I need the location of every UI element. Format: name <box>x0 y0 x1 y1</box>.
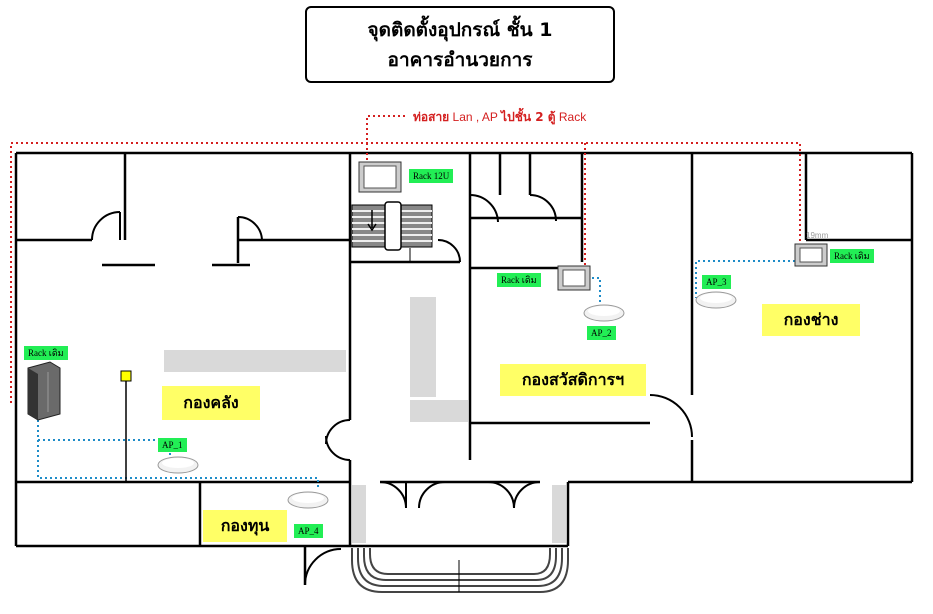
doors <box>91 194 693 586</box>
cable-note-prefix: ท่อสาย <box>413 110 450 124</box>
ap4-icon <box>287 491 329 509</box>
room-label-engineering: กองช่าง <box>762 304 860 336</box>
rack-engineering-icon <box>794 243 828 267</box>
walls <box>14 151 914 585</box>
cable-route-red <box>10 115 801 403</box>
label-rack-warehouse: Rack เดิม <box>24 346 68 360</box>
room-label-warehouse: กองคลัง <box>162 386 260 420</box>
dimension-label: 19mm <box>806 231 829 240</box>
room-label-welfare: กองสวัสดิการฯ <box>500 364 646 396</box>
pillars <box>164 297 566 543</box>
label-ap4: AP_4 <box>294 524 323 538</box>
rack-warehouse-icon <box>27 361 61 421</box>
label-ap2: AP_2 <box>587 326 616 340</box>
cable-note-thai: ไปชั้น 2 ตู้ <box>501 110 556 124</box>
rack-welfare-icon <box>557 265 591 291</box>
title-line-2: อาคารอำนวยการ <box>387 48 533 71</box>
staircase-entrance <box>351 548 569 593</box>
label-ap3: AP_3 <box>702 275 731 289</box>
label-rack-12u: Rack 12U <box>409 169 454 183</box>
label-ap1: AP_1 <box>158 438 187 452</box>
ap2-icon <box>583 304 625 322</box>
cable-note-suffix: Rack <box>555 110 587 124</box>
title-box: จุดติดตั้งอุปกรณ์ ชั้น 1 อาคารอำนวยการ <box>305 6 615 83</box>
label-rack-engineering: Rack เดิม <box>830 249 874 263</box>
ap3-icon <box>695 291 737 309</box>
staircase-indoor <box>351 201 433 262</box>
room-label-fund: กองทุน <box>203 510 287 542</box>
label-rack-welfare: Rack เดิม <box>497 273 541 287</box>
title-line-1: จุดติดตั้งอุปกรณ์ ชั้น 1 <box>367 18 553 41</box>
junction-box-icon <box>120 370 132 382</box>
rack-12u-icon <box>358 161 402 193</box>
cable-note: ท่อสาย Lan , AP ไปชั้น 2 ตู้ Rack <box>413 108 586 127</box>
cable-note-middle: Lan , AP <box>449 110 502 124</box>
ap1-icon <box>157 456 199 474</box>
